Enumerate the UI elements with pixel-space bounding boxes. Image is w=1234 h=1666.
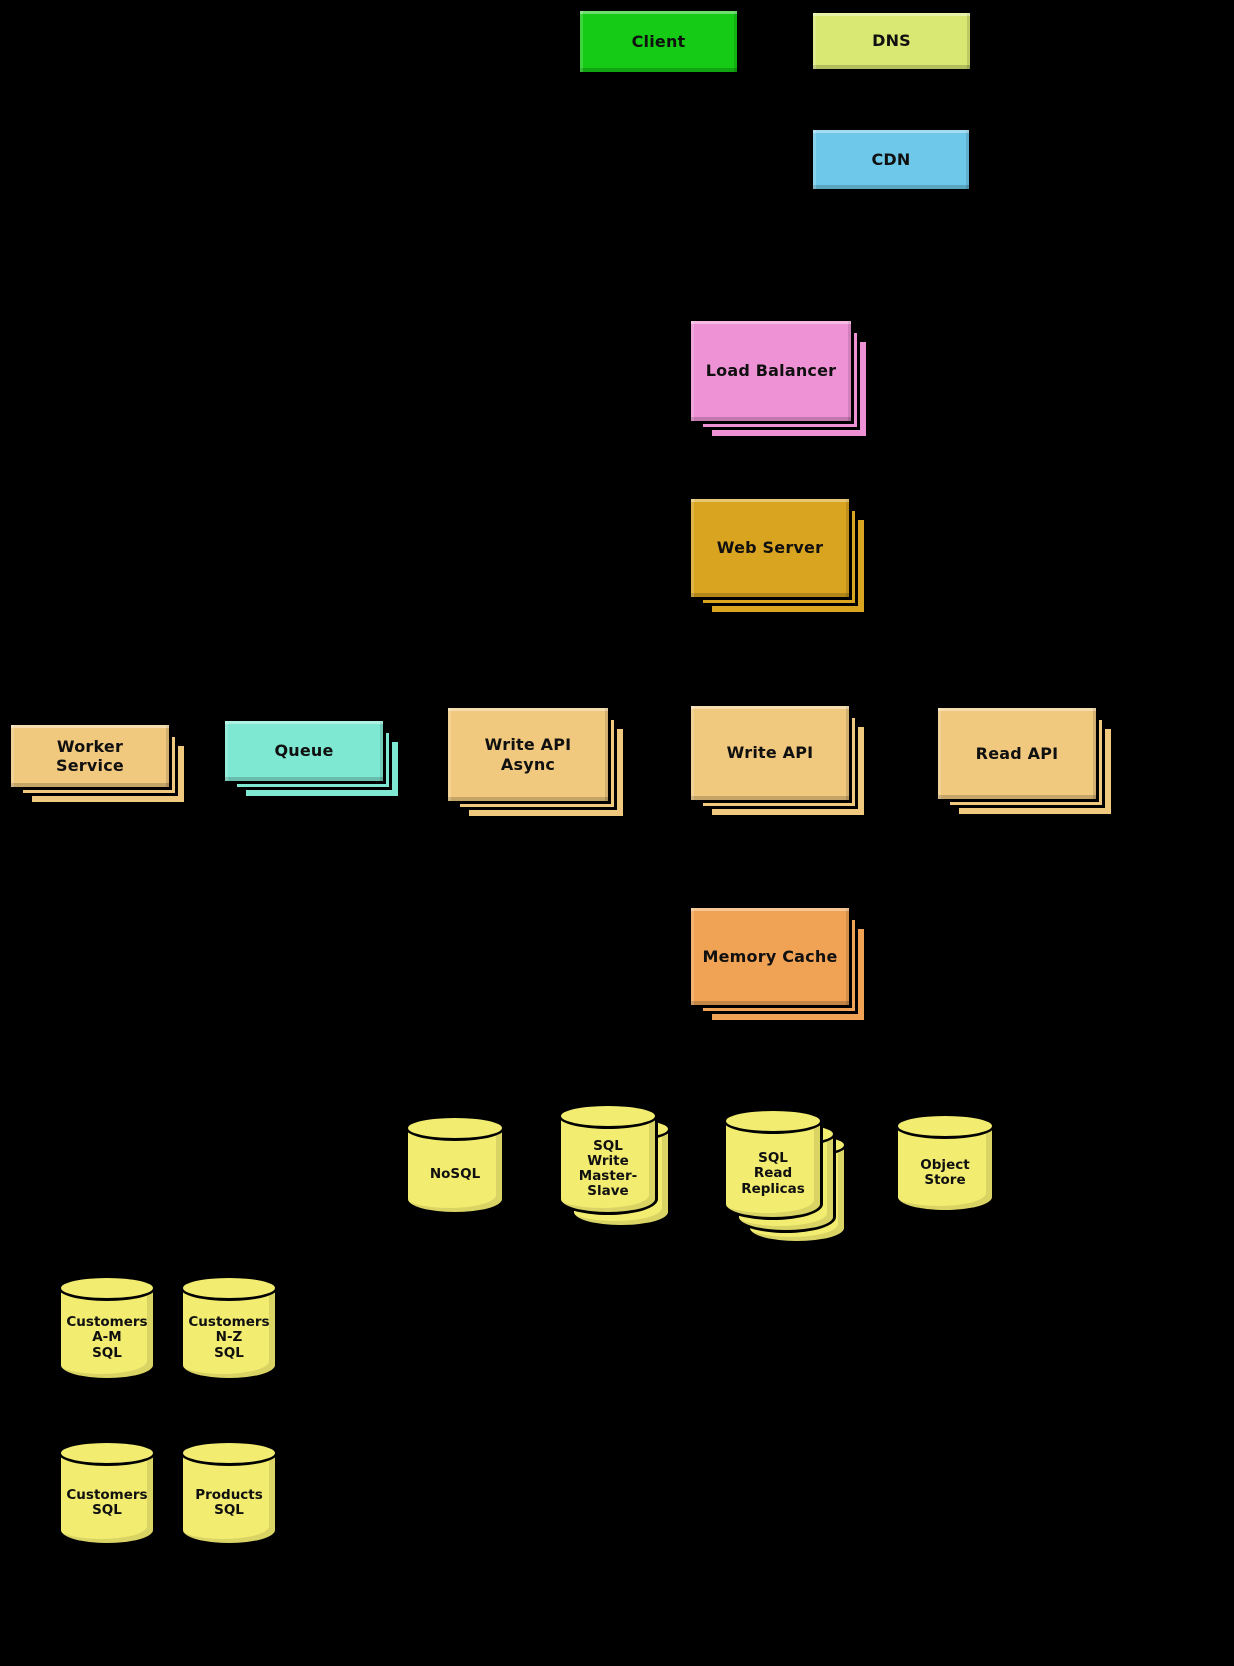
write-api-node: Write API <box>688 703 867 818</box>
sql-read-replicas-node: SQL Read Replicas <box>723 1108 847 1244</box>
cdn-node: CDN <box>810 127 972 192</box>
write-api-async-label: Write API Async <box>484 735 572 774</box>
memory-cache-label: Memory Cache <box>702 946 838 966</box>
sql-write-master-slave-node: SQL Write Master- Slave SQL Write Master… <box>558 1103 671 1228</box>
worker-service-label: Worker Service <box>56 736 124 775</box>
read-api-node: Read API <box>935 705 1114 817</box>
cdn-label: CDN <box>871 149 911 169</box>
customers-nz-sql-node: Customers N-Z SQL <box>180 1275 278 1381</box>
object-store-node: Object Store <box>895 1113 995 1213</box>
customers-sql-node: Customers SQL <box>58 1440 156 1546</box>
customers-am-sql-cylinder: Customers A-M SQL <box>58 1275 156 1381</box>
write-api-label: Write API <box>726 743 814 763</box>
customers-sql-label: Customers SQL <box>66 1486 148 1518</box>
load-balancer-node: Load Balancer <box>688 318 869 439</box>
object-store-label: Object Store <box>920 1156 970 1188</box>
sql-write-master-slave-label: SQL Write Master- Slave <box>578 1137 638 1200</box>
sql-read-replicas-cylinder: SQL Read Replicas <box>723 1108 823 1220</box>
web-server-node: Web Server <box>688 496 867 615</box>
customers-nz-sql-cylinder: Customers N-Z SQL <box>180 1275 278 1381</box>
dns-label: DNS <box>872 31 911 51</box>
client-node: Client <box>577 8 740 75</box>
sql-read-replicas-label: SQL Read Replicas <box>741 1150 805 1197</box>
customers-nz-sql-label: Customers N-Z SQL <box>188 1314 270 1361</box>
customers-sql-cylinder: Customers SQL <box>58 1440 156 1546</box>
write-api-async-node: Write API Async <box>445 705 626 819</box>
web-server-label: Web Server <box>716 538 824 558</box>
sql-write-master-slave-cylinder: SQL Write Master- Slave <box>558 1103 658 1215</box>
object-store-cylinder: Object Store <box>895 1113 995 1213</box>
products-sql-label: Products SQL <box>195 1486 263 1518</box>
dns-node: DNS <box>810 10 973 72</box>
nosql-db-label: NoSQL <box>429 1166 481 1183</box>
client-label: Client <box>631 31 686 51</box>
products-sql-cylinder: Products SQL <box>180 1440 278 1546</box>
queue-label: Queue <box>274 741 334 761</box>
products-sql-node: Products SQL <box>180 1440 278 1546</box>
memory-cache-node: Memory Cache <box>688 905 867 1023</box>
worker-service-node: Worker Service <box>8 722 187 805</box>
nosql-db-node: NoSQL <box>405 1115 505 1215</box>
queue-node: Queue <box>222 718 401 799</box>
customers-am-sql-node: Customers A-M SQL <box>58 1275 156 1381</box>
load-balancer-label: Load Balancer <box>705 361 837 381</box>
customers-am-sql-label: Customers A-M SQL <box>66 1314 148 1361</box>
read-api-label: Read API <box>975 743 1059 763</box>
nosql-db-cylinder: NoSQL <box>405 1115 505 1215</box>
